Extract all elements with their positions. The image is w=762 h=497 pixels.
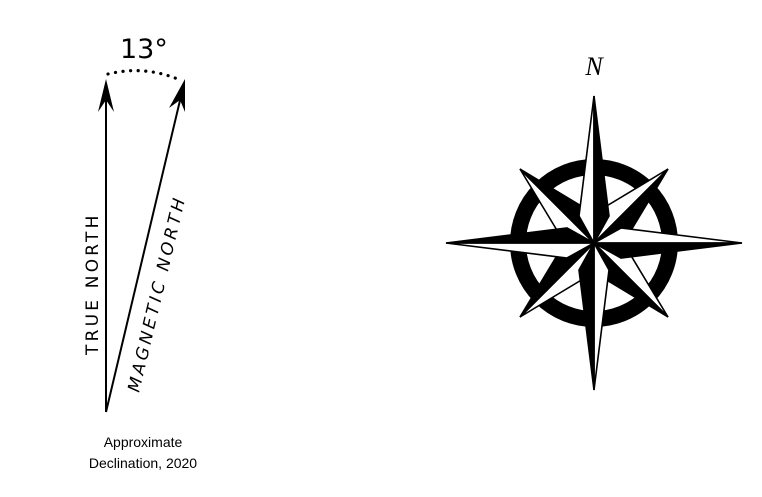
declination-angle-label: 13° xyxy=(120,34,168,65)
compass-points xyxy=(446,96,742,390)
compass-north-label: N xyxy=(584,52,604,81)
magnetic-north-arrowhead-icon xyxy=(169,79,185,112)
true-north-label: TRUE NORTH xyxy=(83,212,103,356)
declination-diagram: 13° TRUE NORTH MAGNETIC NORTH Approximat… xyxy=(83,34,197,471)
declination-arc xyxy=(108,71,180,80)
declination-caption-line1: Approximate xyxy=(104,434,183,450)
declination-caption-line2: Declination, 2020 xyxy=(89,455,197,471)
compass-rose: N xyxy=(446,52,742,390)
